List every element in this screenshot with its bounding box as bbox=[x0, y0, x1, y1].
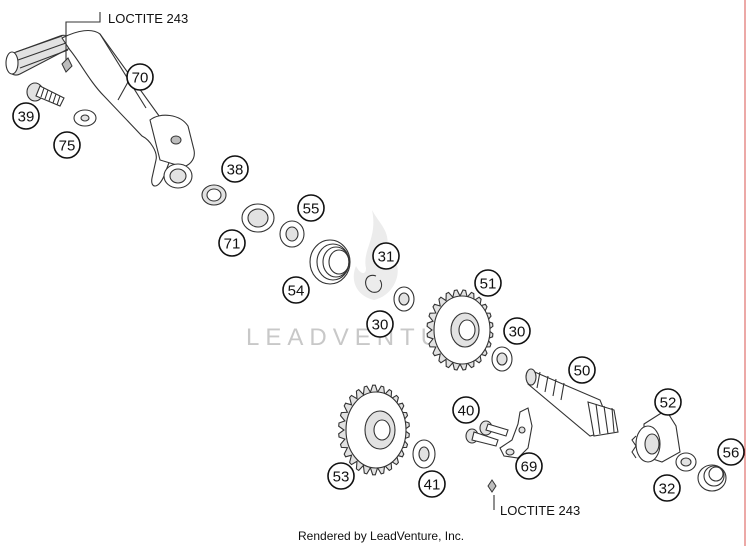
spring-56 bbox=[697, 464, 727, 492]
callout-69-text: 69 bbox=[521, 459, 538, 476]
spring-54 bbox=[309, 239, 351, 285]
guide-69 bbox=[499, 407, 533, 459]
callout-71-text: 71 bbox=[224, 236, 241, 253]
callout-54-text: 54 bbox=[288, 283, 305, 300]
kickstarter-lever bbox=[5, 29, 195, 189]
callout-41-text: 41 bbox=[424, 477, 441, 494]
callout-30b: 30 bbox=[503, 317, 531, 345]
callout-56: 56 bbox=[717, 438, 745, 466]
washer-30b bbox=[491, 346, 513, 372]
callout-32-text: 32 bbox=[659, 481, 676, 498]
callout-52-text: 52 bbox=[660, 395, 677, 412]
gear-53 bbox=[338, 384, 410, 476]
bolts-40 bbox=[465, 420, 509, 493]
callout-51-text: 51 bbox=[480, 276, 497, 293]
callout-30a: 30 bbox=[366, 310, 394, 338]
footer-credit: Rendered by LeadVenture, Inc. bbox=[298, 529, 464, 543]
callout-70: 70 bbox=[126, 63, 154, 91]
callout-56-text: 56 bbox=[723, 445, 740, 462]
callout-39-text: 39 bbox=[18, 109, 35, 126]
callout-30a-text: 30 bbox=[372, 317, 389, 334]
callout-75-text: 75 bbox=[59, 138, 76, 155]
callout-70-text: 70 bbox=[132, 70, 149, 87]
callout-30b-text: 30 bbox=[509, 324, 526, 341]
callout-39: 39 bbox=[12, 102, 40, 130]
callout-40-text: 40 bbox=[458, 403, 475, 420]
callout-75: 75 bbox=[53, 131, 81, 159]
callout-38-text: 38 bbox=[227, 162, 244, 179]
callout-52: 52 bbox=[654, 388, 682, 416]
seal-71 bbox=[241, 203, 275, 233]
loctite-top-label: LOCTITE 243 bbox=[108, 11, 188, 26]
shaft-50 bbox=[525, 368, 619, 437]
callout-55: 55 bbox=[297, 194, 325, 222]
washer-30a bbox=[393, 286, 415, 312]
callout-54: 54 bbox=[282, 276, 310, 304]
bolt-39 bbox=[26, 82, 65, 107]
circlip-31 bbox=[365, 274, 383, 293]
gear-51 bbox=[426, 289, 494, 371]
washer-75 bbox=[73, 109, 97, 127]
callout-50-text: 50 bbox=[574, 363, 591, 380]
callout-40: 40 bbox=[452, 396, 480, 424]
callout-38: 38 bbox=[221, 155, 249, 183]
ring-38 bbox=[201, 184, 227, 206]
callout-32: 32 bbox=[653, 474, 681, 502]
bushing-55 bbox=[279, 220, 305, 248]
washer-41 bbox=[412, 439, 436, 469]
callout-55-text: 55 bbox=[303, 201, 320, 218]
loctite-bottom-label: LOCTITE 243 bbox=[500, 503, 580, 518]
callout-51: 51 bbox=[474, 269, 502, 297]
callout-71: 71 bbox=[218, 229, 246, 257]
callout-53: 53 bbox=[327, 462, 355, 490]
leader-lines bbox=[65, 12, 495, 510]
washer-32 bbox=[675, 452, 697, 472]
callout-41: 41 bbox=[418, 470, 446, 498]
callout-53-text: 53 bbox=[333, 469, 350, 486]
callout-31-text: 31 bbox=[378, 249, 395, 266]
callout-50: 50 bbox=[568, 356, 596, 384]
callout-69: 69 bbox=[515, 452, 543, 480]
callout-31: 31 bbox=[372, 242, 400, 270]
ratchet-52 bbox=[631, 409, 681, 463]
